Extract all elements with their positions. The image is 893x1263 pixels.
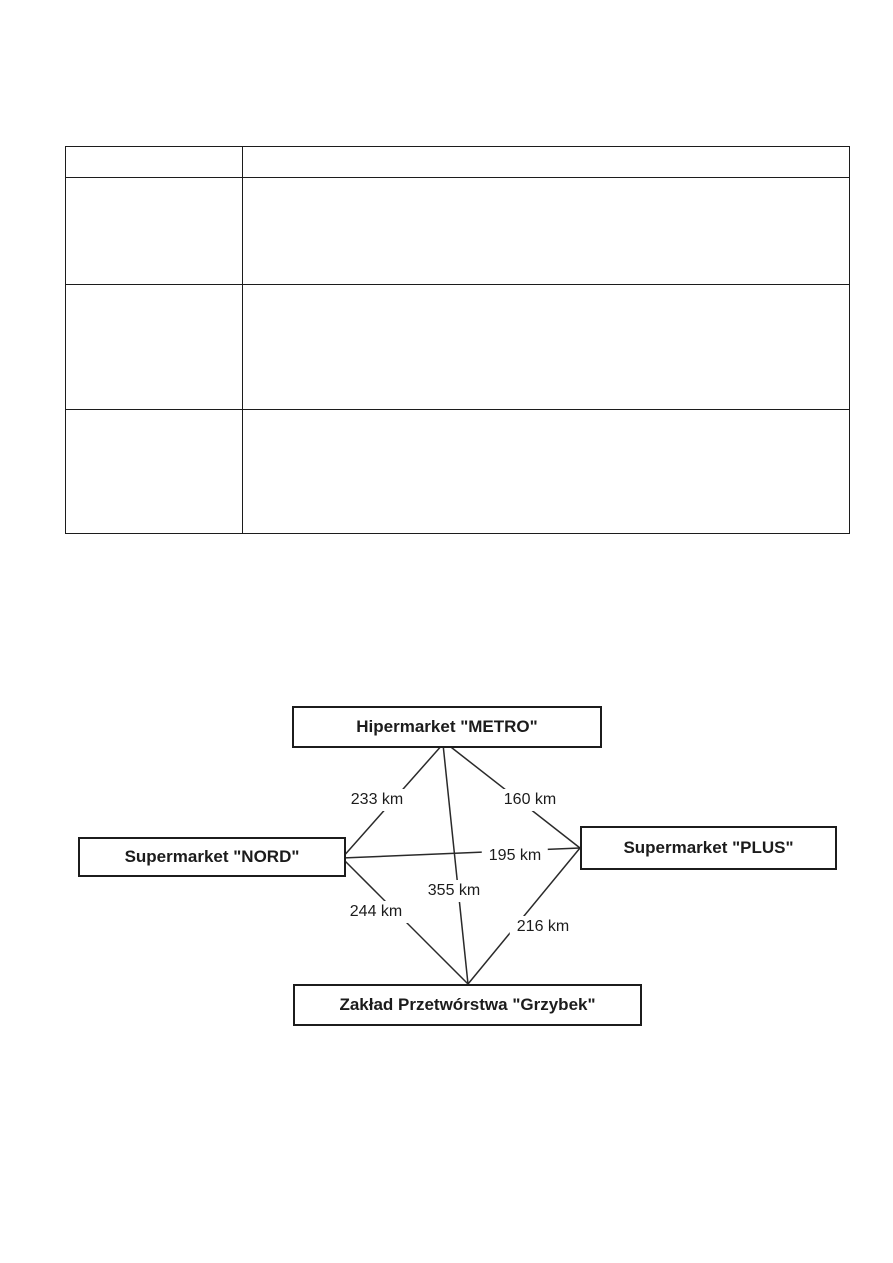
node-zaklad-grzybek: Zakład Przetwórstwa "Grzybek" (293, 984, 642, 1026)
edge-label-plus-grzybek: 216 km (509, 916, 577, 938)
table-row (65, 284, 850, 410)
table-cell (65, 284, 243, 410)
edge-line-metro-grzybek (442, 743, 469, 985)
table-cell (242, 409, 850, 534)
table-cell (65, 409, 243, 534)
edge-label-metro-nord: 233 km (343, 789, 411, 811)
node-supermarket-plus: Supermarket "PLUS" (580, 826, 837, 870)
edge-label-nord-plus: 195 km (481, 845, 549, 867)
table-cell (242, 284, 850, 410)
edge-label-metro-plus: 160 km (496, 789, 564, 811)
node-supermarket-nord: Supermarket "NORD" (78, 837, 346, 877)
node-hipermarket-metro: Hipermarket "METRO" (292, 706, 602, 748)
edge-label-metro-grzybek: 355 km (420, 880, 488, 902)
table-cell (65, 177, 243, 285)
answer-table (65, 146, 850, 534)
edge-label-nord-grzybek: 244 km (342, 901, 410, 923)
table-row (65, 409, 850, 534)
